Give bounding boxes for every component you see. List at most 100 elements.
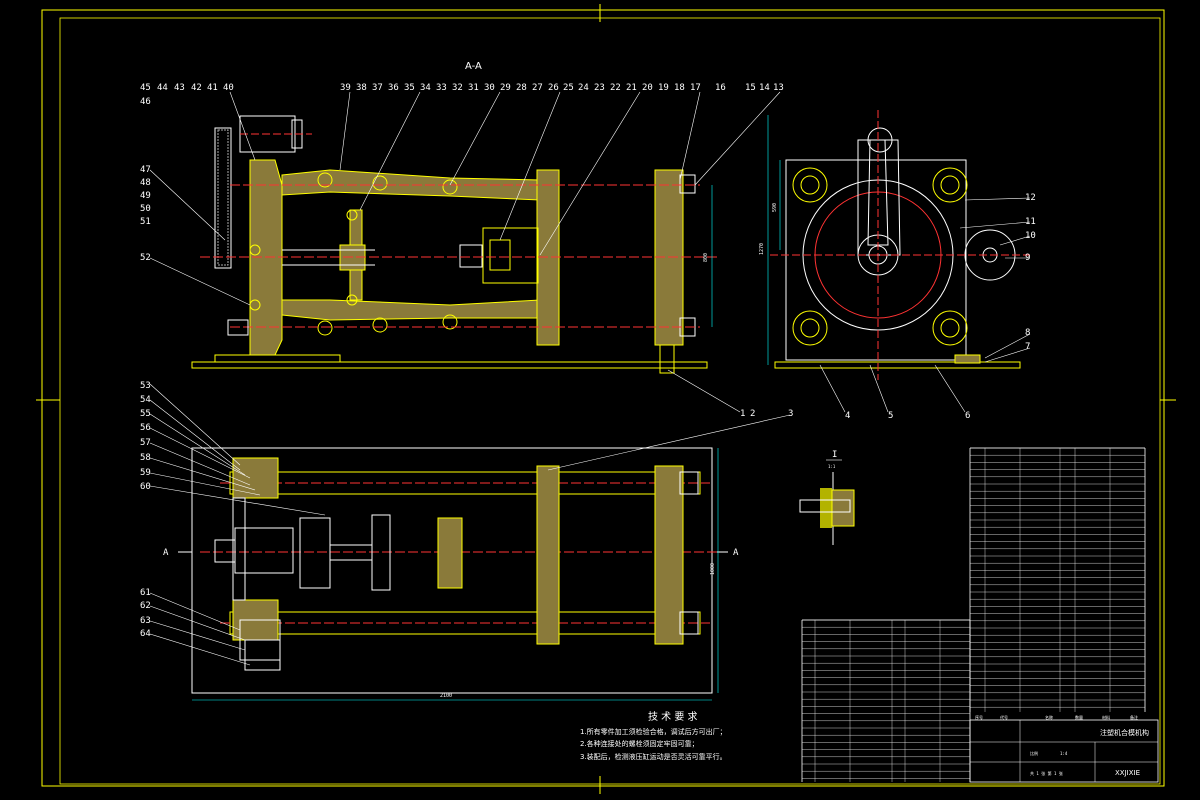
callout-34: 34 — [420, 83, 431, 93]
callout-16: 16 — [715, 83, 726, 93]
detail-marker: I — [832, 450, 837, 460]
callout-54: 54 — [140, 395, 151, 405]
callout-row-top-right: 39 38 37 36 35 34 33 32 31 30 29 28 27 2… — [340, 83, 784, 93]
callout-8: 8 — [1025, 328, 1030, 338]
callout-38: 38 — [356, 83, 367, 93]
callout-12: 12 — [1025, 193, 1036, 203]
company-name: XXJIXIE — [1115, 769, 1140, 777]
callout-19: 19 — [658, 83, 669, 93]
callout-13: 13 — [773, 83, 784, 93]
sheet-info: 共 1 张 第 1 张 — [1030, 770, 1063, 776]
callout-51: 51 — [140, 217, 151, 227]
callout-43: 43 — [174, 83, 185, 93]
callout-48: 48 — [140, 178, 151, 188]
callout-33: 33 — [436, 83, 447, 93]
callout-21: 21 — [626, 83, 637, 93]
callout-58: 58 — [140, 453, 151, 463]
callout-47: 47 — [140, 165, 151, 175]
callout-49: 49 — [140, 191, 151, 201]
callout-32: 32 — [452, 83, 463, 93]
callout-27: 27 — [532, 83, 543, 93]
bom-header-material: 材料 — [1102, 714, 1110, 720]
callout-57: 57 — [140, 438, 151, 448]
callout-22: 22 — [610, 83, 621, 93]
callout-26: 26 — [548, 83, 559, 93]
scale-label: 比例 — [1030, 750, 1038, 756]
dim-length: 2100 — [440, 693, 452, 699]
callout-53: 53 — [140, 381, 151, 391]
callout-62: 62 — [140, 601, 151, 611]
callout-45: 45 — [140, 83, 151, 93]
callout-col-left: 46 47 48 49 50 51 52 — [140, 97, 151, 263]
callout-59: 59 — [140, 468, 151, 478]
end-view: 1270 590 12 11 10 9 8 7 4 5 6 — [759, 110, 1036, 421]
callout-40: 40 — [223, 83, 234, 93]
callout-39: 39 — [340, 83, 351, 93]
tech-note-1: 1.所有零件加工须检验合格，调试后方可出厂； — [580, 727, 727, 736]
bom-header-row: 序号 代号 名称 数量 材料 备注 — [975, 714, 1138, 720]
callout-24: 24 — [578, 83, 589, 93]
callout-63: 63 — [140, 616, 151, 626]
callout-25: 25 — [563, 83, 574, 93]
callout-55: 55 — [140, 409, 151, 419]
callout-50: 50 — [140, 204, 151, 214]
dim-width: 1000 — [710, 563, 716, 575]
section-title: A-A — [465, 61, 482, 72]
bom-header-qty: 数量 — [1075, 714, 1083, 720]
callout-61: 61 — [140, 588, 151, 598]
callout-64: 64 — [140, 629, 151, 639]
callout-31: 31 — [468, 83, 479, 93]
callout-7: 7 — [1025, 342, 1030, 352]
callout-23: 23 — [594, 83, 605, 93]
tech-note-3: 3.装配后，检测液压缸运动是否灵活可靠平行。 — [580, 752, 727, 761]
callout-1: 1 — [740, 409, 745, 419]
callout-5: 5 — [888, 411, 893, 421]
callout-15: 15 — [745, 83, 756, 93]
callout-17: 17 — [690, 83, 701, 93]
callout-46: 46 — [140, 97, 151, 107]
callout-18: 18 — [674, 83, 685, 93]
dim-height: 800 — [703, 253, 709, 262]
callout-3: 3 — [788, 409, 793, 419]
callout-row-bottom: 1 2 3 — [740, 409, 793, 419]
bom-header-remark: 备注 — [1130, 714, 1138, 720]
callout-56: 56 — [140, 423, 151, 433]
callout-44: 44 — [157, 83, 168, 93]
callout-41: 41 — [207, 83, 218, 93]
callout-9: 9 — [1025, 253, 1030, 263]
plan-view: A A 2100 1000 — [140, 381, 791, 701]
callout-col-plan: 53 54 55 56 57 58 59 60 61 62 63 64 — [140, 381, 151, 639]
callout-42: 42 — [191, 83, 202, 93]
detail-view: I 1:1 — [799, 450, 855, 545]
callout-52: 52 — [140, 253, 151, 263]
callout-6: 6 — [965, 411, 970, 421]
dim-end-height: 1270 — [759, 243, 765, 255]
callout-60: 60 — [140, 482, 151, 492]
callout-35: 35 — [404, 83, 415, 93]
bom-table — [801, 447, 1146, 782]
callout-4: 4 — [845, 411, 850, 421]
tech-requirements: 技 术 要 求 1.所有零件加工须检验合格，调试后方可出厂； 2.各种连接处的螺… — [580, 710, 727, 761]
bom-header-no: 序号 — [975, 714, 983, 720]
section-view-aa: A-A — [140, 61, 793, 419]
callout-36: 36 — [388, 83, 399, 93]
callout-10: 10 — [1025, 231, 1036, 241]
frame — [36, 4, 1176, 794]
drawing-name: 注塑机合模机构 — [1100, 728, 1149, 737]
callout-28: 28 — [516, 83, 527, 93]
tech-note-2: 2.各种连接处的螺栓须固定牢固可靠； — [580, 739, 699, 748]
callout-37: 37 — [372, 83, 383, 93]
tech-title: 技 术 要 求 — [648, 710, 698, 723]
detail-scale: 1:1 — [828, 464, 836, 469]
callout-row-top-left: 45 44 43 42 41 40 — [140, 83, 234, 93]
callout-29: 29 — [500, 83, 511, 93]
bom-header-code: 代号 — [1000, 714, 1008, 720]
title-block: 注塑机合模机构 XXJIXIE 比例 1:4 共 1 张 第 1 张 序号 代号… — [969, 714, 1159, 783]
callout-11: 11 — [1025, 217, 1036, 227]
callout-20: 20 — [642, 83, 653, 93]
section-marker-right: A — [733, 548, 739, 558]
bom-header-name: 名称 — [1045, 714, 1053, 720]
scale-value: 1:4 — [1060, 751, 1068, 756]
dim-end-side: 590 — [772, 203, 778, 212]
